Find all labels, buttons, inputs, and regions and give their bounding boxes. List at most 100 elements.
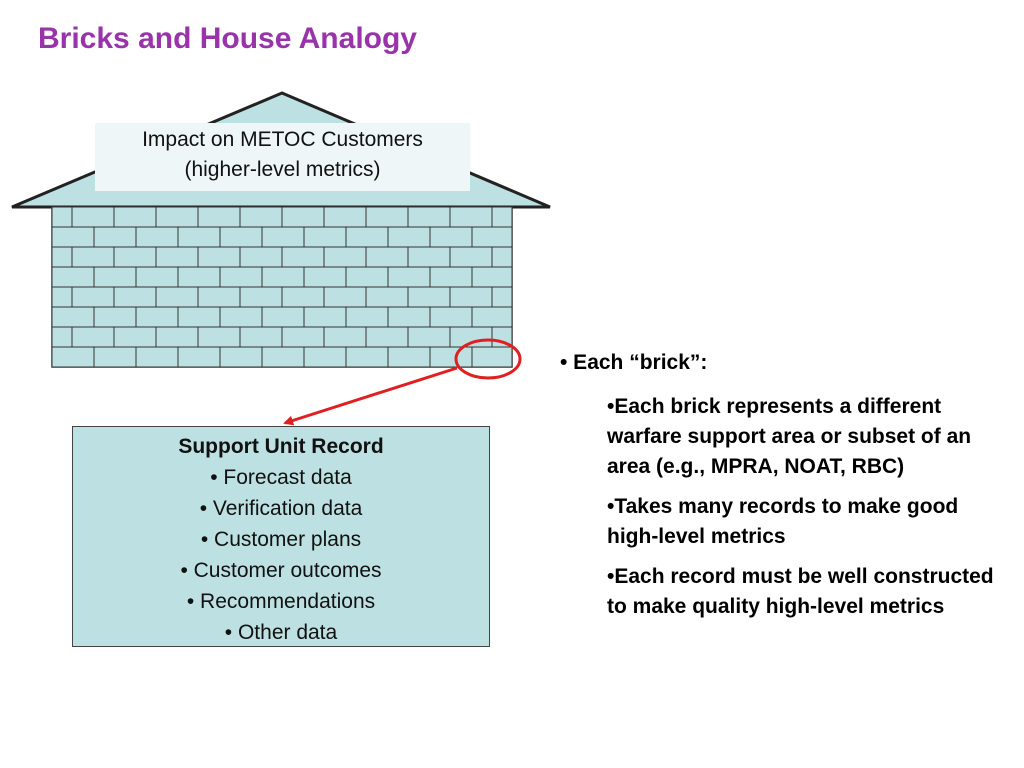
brick (177, 306, 221, 328)
slide-title: Bricks and House Analogy (38, 22, 417, 55)
brick (387, 266, 431, 288)
brick (135, 346, 179, 368)
highlighted-brick-circle (454, 338, 522, 380)
brick (365, 326, 409, 348)
brick (239, 246, 283, 268)
brick (135, 226, 179, 248)
brick (345, 346, 389, 368)
brick (135, 266, 179, 288)
record-item: • Customer plans (200, 528, 362, 551)
brick (491, 206, 513, 228)
record-title: Support Unit Record (178, 435, 384, 458)
brick (281, 286, 325, 308)
brick (261, 226, 305, 248)
brick (177, 266, 221, 288)
brick (93, 306, 137, 328)
brick (303, 226, 347, 248)
brick (51, 286, 73, 308)
brick (281, 206, 325, 228)
brick (155, 326, 199, 348)
brick (365, 206, 409, 228)
brick (113, 246, 157, 268)
brick (449, 206, 493, 228)
brick (155, 286, 199, 308)
roof-label-background (95, 123, 470, 191)
brick (281, 326, 325, 348)
brick (219, 346, 263, 368)
brick (323, 326, 367, 348)
brick (93, 266, 137, 288)
record-item: • Verification data (199, 497, 363, 520)
brick (113, 286, 157, 308)
brick (219, 266, 263, 288)
brick (51, 346, 95, 368)
brick (71, 206, 115, 228)
brick (261, 266, 305, 288)
brick (51, 246, 73, 268)
brick (177, 346, 221, 368)
brick (449, 286, 493, 308)
brick (429, 266, 473, 288)
brick-explanation-list: • Each “brick”: •Each brick represents a… (560, 348, 1015, 632)
brick (387, 306, 431, 328)
brick (471, 306, 513, 328)
brick (365, 286, 409, 308)
brick (345, 266, 389, 288)
brick (471, 346, 513, 368)
brick-point: •Each record must be well constructed to… (607, 565, 994, 618)
brick (239, 286, 283, 308)
brick (93, 226, 137, 248)
brick (51, 226, 95, 248)
brick (261, 346, 305, 368)
brick (407, 206, 451, 228)
brick (387, 346, 431, 368)
brick (51, 206, 73, 228)
roof-label: Impact on METOC Customers (higher-level … (95, 125, 470, 185)
brick (429, 346, 473, 368)
brick-heading: • Each “brick”: (560, 351, 708, 374)
brick (155, 246, 199, 268)
brick (51, 266, 95, 288)
brick (197, 326, 241, 348)
brick (491, 286, 513, 308)
brick (407, 326, 451, 348)
brick (71, 286, 115, 308)
brick (429, 306, 473, 328)
brick-to-record-arrow (283, 366, 458, 426)
brick (93, 346, 137, 368)
brick (197, 246, 241, 268)
record-item: • Other data (224, 621, 338, 644)
brick (407, 286, 451, 308)
brick (471, 226, 513, 248)
brick (177, 226, 221, 248)
brick (303, 306, 347, 328)
brick (323, 286, 367, 308)
brick (365, 246, 409, 268)
brick (197, 286, 241, 308)
brick (51, 306, 95, 328)
brick (491, 246, 513, 268)
brick (135, 306, 179, 328)
brick (239, 206, 283, 228)
brick (303, 346, 347, 368)
brick (323, 246, 367, 268)
brick (239, 326, 283, 348)
brick (429, 226, 473, 248)
brick (261, 306, 305, 328)
record-item: • Forecast data (210, 466, 352, 489)
brick (51, 326, 73, 348)
brick (113, 206, 157, 228)
record-item: • Customer outcomes (180, 559, 382, 582)
brick (219, 226, 263, 248)
brick (323, 206, 367, 228)
brick (197, 206, 241, 228)
brick (303, 266, 347, 288)
brick (71, 246, 115, 268)
brick-wall (51, 206, 513, 368)
brick (345, 226, 389, 248)
roof-label-line-2: (higher-level metrics) (184, 158, 381, 181)
record-item: • Recommendations (186, 590, 376, 613)
brick (471, 266, 513, 288)
brick (71, 326, 115, 348)
